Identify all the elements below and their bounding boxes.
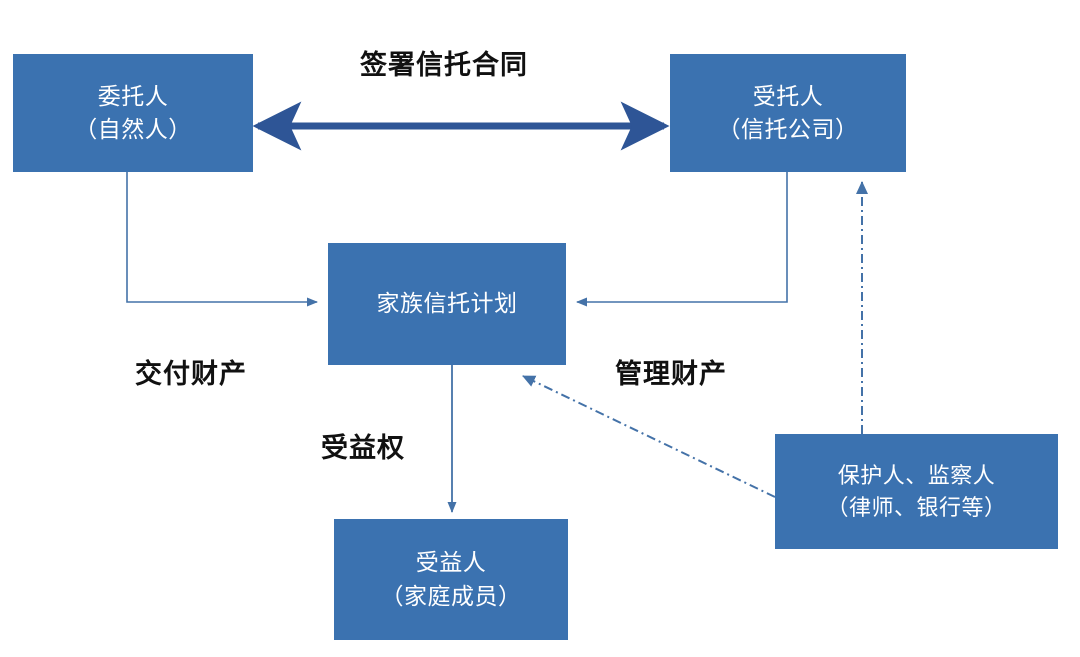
node-trustee-line2: （信托公司）	[717, 116, 859, 142]
edge-label-deliver-assets: 交付财产	[135, 359, 247, 389]
node-trustee[interactable]: 受托人 （信托公司）	[670, 54, 906, 172]
edge-trustee-plan	[576, 172, 788, 307]
node-beneficiary-line2: （家庭成员）	[380, 582, 522, 609]
node-beneficiary[interactable]: 受益人 （家庭成员）	[334, 519, 568, 640]
node-protector-line2: （律师、银行等）	[826, 494, 1007, 520]
edge-label-sign-contract: 签署信托合同	[360, 50, 528, 80]
node-protector-line1: 保护人、监察人	[837, 462, 996, 488]
node-settlor[interactable]: 委托人 （自然人）	[13, 54, 253, 172]
edge-label-benefit-right: 受益权	[321, 433, 405, 463]
node-trust-plan-line1: 家族信托计划	[376, 290, 518, 317]
node-settlor-line2: （自然人）	[74, 116, 192, 142]
node-settlor-line1: 委托人	[97, 82, 169, 109]
node-trustee-line1: 受托人	[752, 82, 824, 109]
edge-protector-plan	[522, 375, 776, 498]
edge-settlor-plan	[126, 172, 318, 307]
node-protector[interactable]: 保护人、监察人 （律师、银行等）	[775, 434, 1058, 549]
node-beneficiary-line1: 受益人	[415, 549, 487, 576]
node-trust-plan[interactable]: 家族信托计划	[328, 243, 566, 365]
edge-label-manage-assets: 管理财产	[615, 359, 727, 389]
